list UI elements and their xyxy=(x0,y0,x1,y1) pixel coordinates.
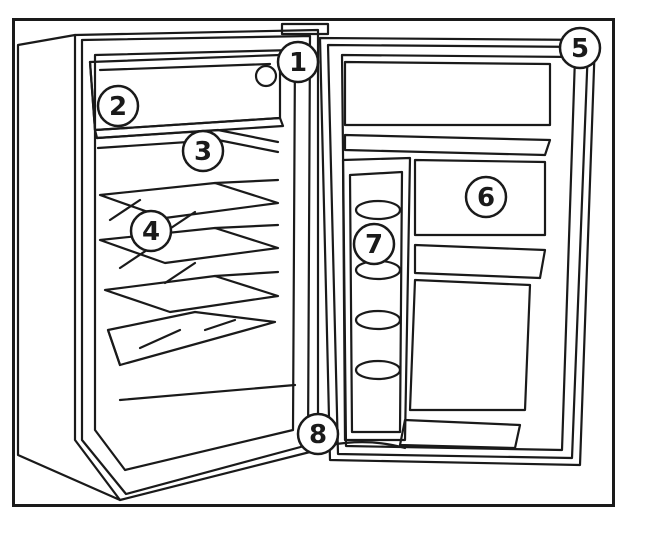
callout-label-2: 2 xyxy=(109,92,127,122)
callout-circle-6 xyxy=(464,175,508,219)
callout-circle-1 xyxy=(276,40,320,84)
cabinet-body xyxy=(16,22,330,502)
can-dispenser xyxy=(341,156,412,442)
thermostat-knob xyxy=(254,64,278,88)
crisper-drawer xyxy=(106,310,297,402)
callout-label-1: 1 xyxy=(289,48,307,78)
callout-label-3: 3 xyxy=(194,137,212,167)
callout-label-4: 4 xyxy=(142,217,160,247)
freezer-compartment xyxy=(88,53,285,140)
callout-circle-2 xyxy=(96,84,140,128)
callout-label-8: 8 xyxy=(309,420,327,450)
callout-circle-8 xyxy=(296,412,340,456)
callout-circle-3 xyxy=(181,129,225,173)
callout-label-7: 7 xyxy=(365,230,383,260)
door-bottom-shelf xyxy=(328,441,407,450)
callout-label-6: 6 xyxy=(477,183,495,213)
callout-circle-5 xyxy=(558,26,602,70)
callout-circle-7 xyxy=(352,222,396,266)
callout-label-5: 5 xyxy=(571,34,589,64)
door-storage-bins xyxy=(398,158,547,450)
callout-circle-4 xyxy=(129,209,173,253)
glass-shelves xyxy=(98,178,280,314)
door-top-shelf xyxy=(343,60,552,157)
